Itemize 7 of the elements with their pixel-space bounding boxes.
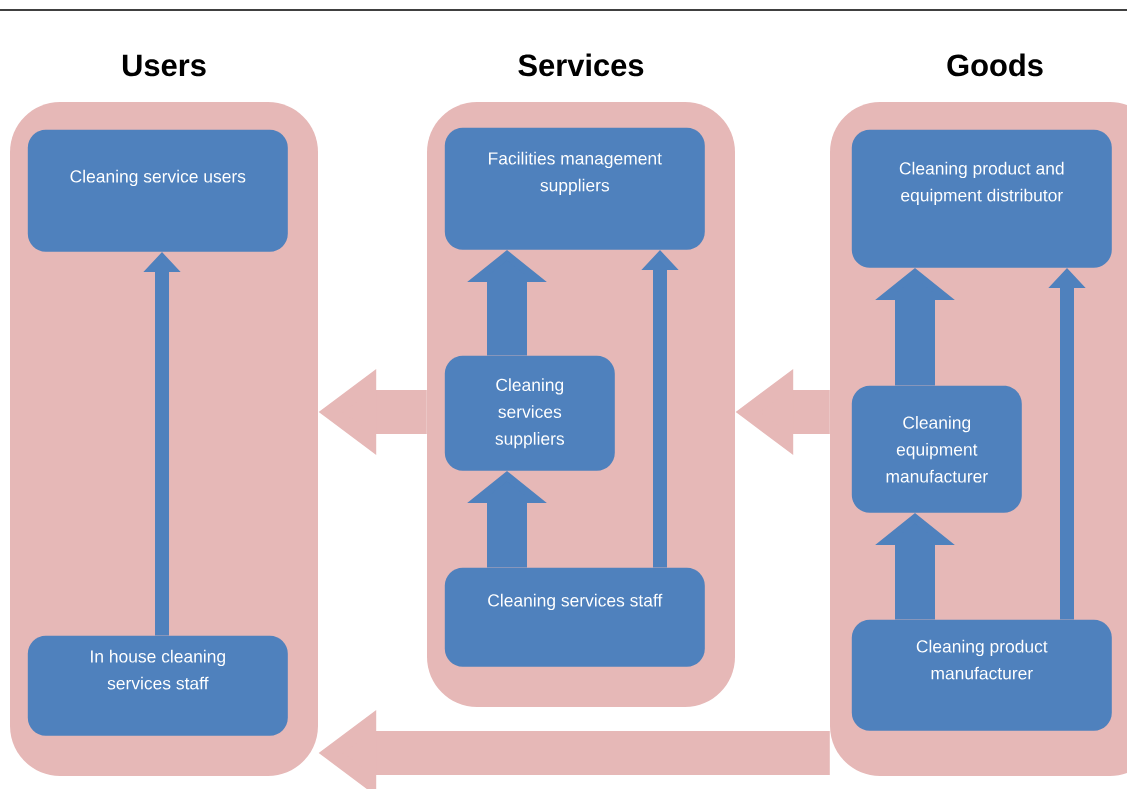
column-heading: Goods [947, 53, 1043, 77]
column-heading: Services [518, 53, 644, 77]
process-box: In house cleaning services staff [27, 635, 288, 736]
process-box: Cleaning services staff [444, 567, 705, 667]
process-box: Cleaning service users [27, 129, 288, 252]
process-box: Cleaning product manufacturer [851, 619, 1112, 731]
column-heading: Users [122, 54, 206, 77]
